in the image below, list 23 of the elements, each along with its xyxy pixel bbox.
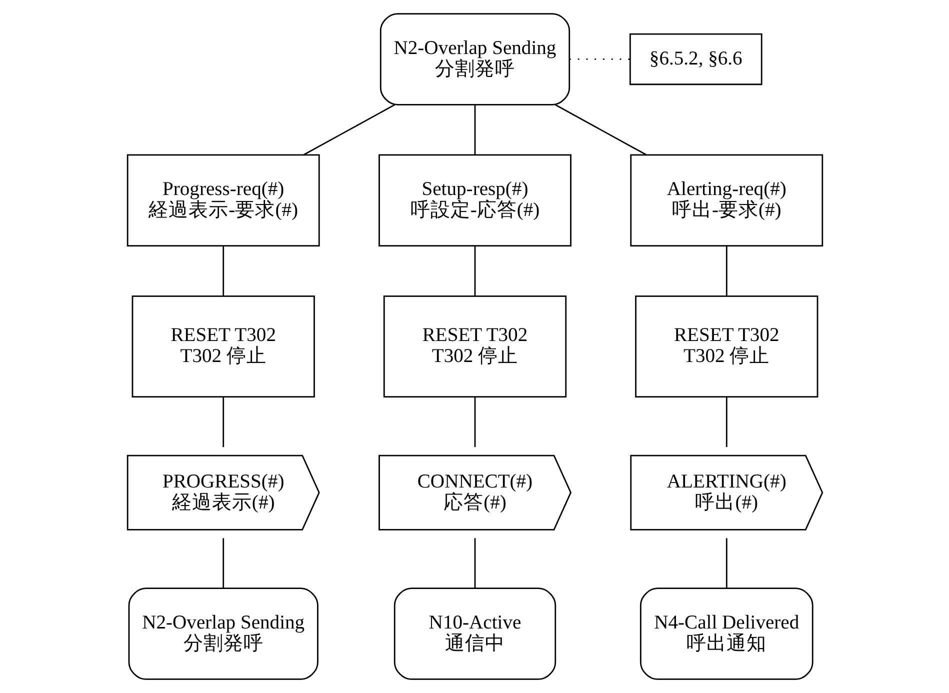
connector bbox=[222, 397, 224, 448]
node-box: Alerting-req(#) 呼出-要求(#) bbox=[630, 154, 823, 247]
connector bbox=[474, 246, 476, 296]
node-box: Setup-resp(#) 呼設定-応答(#) bbox=[378, 154, 571, 247]
connector bbox=[222, 538, 224, 588]
connector bbox=[302, 104, 395, 156]
node-box: N4-Call Delivered 呼出通知 bbox=[639, 588, 813, 680]
connector bbox=[725, 246, 727, 296]
connector bbox=[725, 397, 727, 448]
connector bbox=[222, 246, 224, 296]
node-box: Progress-req(#) 経過表示-要求(#) bbox=[126, 154, 320, 247]
node-box: RESET T302 T302 停止 bbox=[131, 295, 314, 398]
node-box: N2-Overlap Sending 分割発呼 bbox=[128, 588, 318, 680]
connector bbox=[554, 104, 646, 156]
connector bbox=[725, 538, 727, 588]
connector bbox=[474, 397, 476, 448]
node-box: §6.5.2, §6.6 bbox=[628, 33, 762, 86]
node-box: N2-Overlap Sending 分割発呼 bbox=[379, 13, 570, 106]
node-box: N10-Active 通信中 bbox=[393, 588, 556, 680]
node-box: RESET T302 T302 停止 bbox=[382, 295, 566, 398]
node-box: RESET T302 T302 停止 bbox=[634, 295, 818, 398]
connector bbox=[474, 104, 476, 155]
connector bbox=[474, 538, 476, 588]
